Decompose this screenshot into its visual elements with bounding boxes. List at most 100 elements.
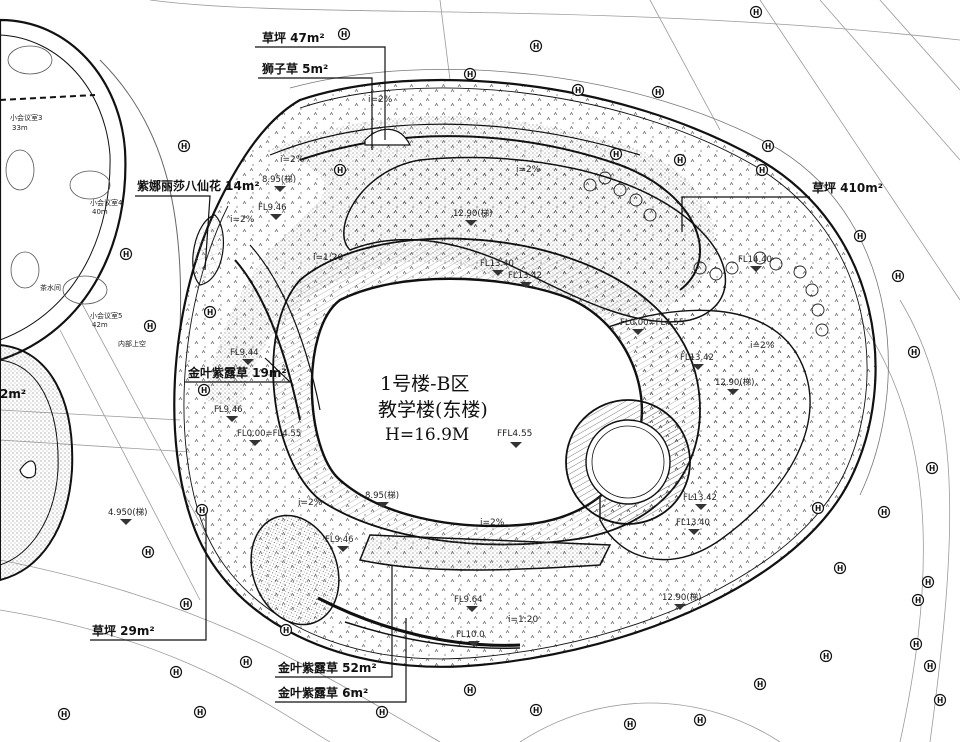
- tree-symbol-icon: H: [921, 575, 935, 589]
- svg-text:H: H: [837, 564, 843, 573]
- svg-text:H: H: [815, 504, 821, 513]
- svg-text:H: H: [533, 706, 539, 715]
- svg-text:H: H: [575, 86, 581, 95]
- building-height: H=16.9M: [385, 425, 469, 445]
- elevation-marker: [468, 641, 480, 647]
- elevation-marker: [632, 329, 644, 335]
- elevation-label: FL9.46: [258, 203, 287, 213]
- elevation-marker: [274, 186, 286, 192]
- svg-text:H: H: [753, 8, 759, 17]
- slope-label: i=1:20: [313, 253, 344, 263]
- elevation-labels: 8.95(梯)FL9.4612.90(梯)FL13.40FL13.42FL14.…: [108, 174, 772, 647]
- room-label: 小会议室5: [90, 311, 122, 320]
- svg-text:H: H: [283, 626, 289, 635]
- tree-symbol-icon: H: [177, 139, 191, 153]
- tree-symbol-icon: H: [169, 665, 183, 679]
- tree-symbol-icon: H: [753, 677, 767, 691]
- elevation-marker: [466, 606, 478, 612]
- svg-text:H: H: [533, 42, 539, 51]
- elevation-label: FL9.64: [454, 595, 483, 605]
- svg-text:H: H: [199, 506, 205, 515]
- svg-text:H: H: [181, 142, 187, 151]
- tree-symbol-icon: H: [819, 649, 833, 663]
- svg-text:H: H: [823, 652, 829, 661]
- elevation-label: FL9.44: [230, 348, 259, 358]
- svg-text:H: H: [765, 142, 771, 151]
- tree-symbol-icon: H: [529, 703, 543, 717]
- svg-text:H: H: [337, 166, 343, 175]
- building-subtitle: 教学楼(东楼): [378, 399, 488, 421]
- tree-symbol-icon: H: [755, 163, 769, 177]
- elevation-marker: [674, 604, 686, 610]
- svg-text:H: H: [927, 662, 933, 671]
- planting-label-lawn-29: 草坪 29m²: [92, 623, 155, 638]
- svg-text:H: H: [913, 640, 919, 649]
- elevation-label: 12.90(梯): [662, 592, 701, 603]
- left-building: 小会议室3 33m 小会议室4 40m 小会议室5 42m 茶水间 内部上空: [0, 18, 146, 362]
- slope-label: i=2%: [368, 95, 393, 105]
- tree-symbol-icon: H: [279, 623, 293, 637]
- tree-symbol-icon: H: [749, 5, 763, 19]
- room-label: 内部上空: [118, 339, 146, 348]
- slope-label: i=2%: [280, 155, 305, 165]
- building-labels: 1号楼-B区 教学楼(东楼) H=16.9M FFL4.55: [378, 373, 532, 448]
- tree-symbol-icon: H: [195, 503, 209, 517]
- elevation-marker: [520, 282, 532, 288]
- elevation-marker: [249, 440, 261, 446]
- svg-text:H: H: [147, 322, 153, 331]
- southwest-oval-plaza: [250, 514, 340, 626]
- planting-label-barberry-52: 金叶紫露草 52m²: [277, 660, 377, 675]
- west-path-band: [99, 59, 182, 331]
- tree-symbol-icon: H: [375, 705, 389, 719]
- south-path-bands: [317, 534, 612, 649]
- left-planter: [0, 343, 74, 582]
- tree-symbol-icon: H: [673, 153, 687, 167]
- tree-symbol-icon: H: [761, 139, 775, 153]
- tree-symbol-icon: H: [463, 67, 477, 81]
- tree-symbol-icon: H: [693, 713, 707, 727]
- tree-symbol-icon: H: [923, 659, 937, 673]
- elevation-label: FL0.00=FL4.55: [620, 318, 684, 328]
- room-label: 小会议室3: [10, 113, 42, 122]
- tree-symbol-icon: H: [179, 597, 193, 611]
- elevation-label: FL13.42: [683, 493, 717, 503]
- elevation-label: FL9.46: [325, 535, 354, 545]
- svg-text:H: H: [857, 232, 863, 241]
- planting-label-left-edge-2: 2m²: [0, 387, 26, 401]
- elevation-marker: [377, 502, 389, 508]
- elevation-marker: [750, 266, 762, 272]
- elevation-label: FL13.40: [480, 259, 514, 269]
- svg-text:H: H: [759, 166, 765, 175]
- tree-symbol-icon: H: [57, 707, 71, 721]
- tree-symbol-icon: H: [925, 461, 939, 475]
- slope-label: i=2%: [750, 341, 775, 351]
- elevation-marker: [337, 546, 349, 552]
- tree-symbol-icon: H: [197, 383, 211, 397]
- svg-text:H: H: [915, 596, 921, 605]
- svg-text:H: H: [61, 710, 67, 719]
- svg-text:H: H: [379, 708, 385, 717]
- elevation-label: 8.95(梯): [262, 174, 296, 185]
- elevation-label: FL0.00=FL4.55: [237, 429, 301, 439]
- elevation-marker: [492, 270, 504, 276]
- elevation-label: FL13.42: [680, 353, 714, 363]
- room-area: 40m: [92, 208, 108, 216]
- tree-symbol-icon: H: [651, 85, 665, 99]
- elevation-label: 8.95(梯): [365, 490, 399, 501]
- elevation-marker: [727, 389, 739, 395]
- tree-symbol-icon: H: [833, 561, 847, 575]
- tree-symbol-icon: H: [141, 545, 155, 559]
- tree-symbol-icon: H: [571, 83, 585, 97]
- slope-label: i=2%: [230, 215, 255, 225]
- room-area: 42m: [92, 321, 108, 329]
- svg-text:H: H: [145, 548, 151, 557]
- tree-symbol-icon: H: [609, 147, 623, 161]
- room-label: 茶水间: [40, 283, 61, 292]
- svg-text:H: H: [937, 696, 943, 705]
- tree-symbol-icon: H: [193, 705, 207, 719]
- planting-label-lawn-47: 草坪 47m²: [262, 30, 325, 45]
- tree-symbol-icon: H: [333, 163, 347, 177]
